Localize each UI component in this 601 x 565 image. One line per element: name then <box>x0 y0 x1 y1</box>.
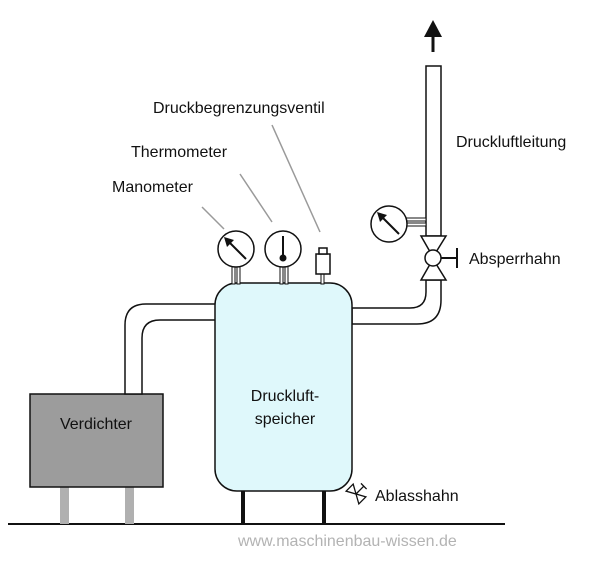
outlet-pipe <box>351 279 442 325</box>
manometer-leader <box>201 206 225 230</box>
compressor-label: Verdichter <box>60 416 133 433</box>
compressor-leg-left <box>60 487 69 524</box>
thermometer-label: Thermometer <box>131 144 228 161</box>
tank-leg-right <box>322 488 326 524</box>
tank-leg-left <box>241 488 245 524</box>
manometer-label: Manometer <box>112 179 194 196</box>
tank-label-line2: speicher <box>255 411 316 428</box>
flow-arrow-icon <box>424 20 442 52</box>
relief-valve-icon <box>315 247 331 285</box>
relief-valve-leader <box>271 124 321 233</box>
compressor-leg-right <box>125 487 134 524</box>
shutoff-valve-icon <box>419 235 458 281</box>
thermometer-icon <box>264 230 302 285</box>
compressor-box <box>29 393 164 488</box>
watermark: www.maschinenbau-wissen.de <box>237 533 457 550</box>
tank-label-line1: Druckluft- <box>251 388 319 405</box>
air-tank <box>214 282 353 492</box>
air-line-pipe <box>425 65 442 237</box>
shutoff-valve-label: Absperrhahn <box>469 251 561 268</box>
drain-valve-label: Ablasshahn <box>375 488 459 505</box>
line-pressure-gauge-icon <box>370 205 427 243</box>
drain-valve-icon <box>344 482 368 506</box>
air-line-label: Druckluftleitung <box>456 134 566 151</box>
inlet-pipe <box>124 303 218 395</box>
relief-valve-label: Druckbegrenzungsventil <box>153 100 325 117</box>
pressure-gauge-icon <box>217 230 255 285</box>
thermometer-leader <box>239 173 273 223</box>
